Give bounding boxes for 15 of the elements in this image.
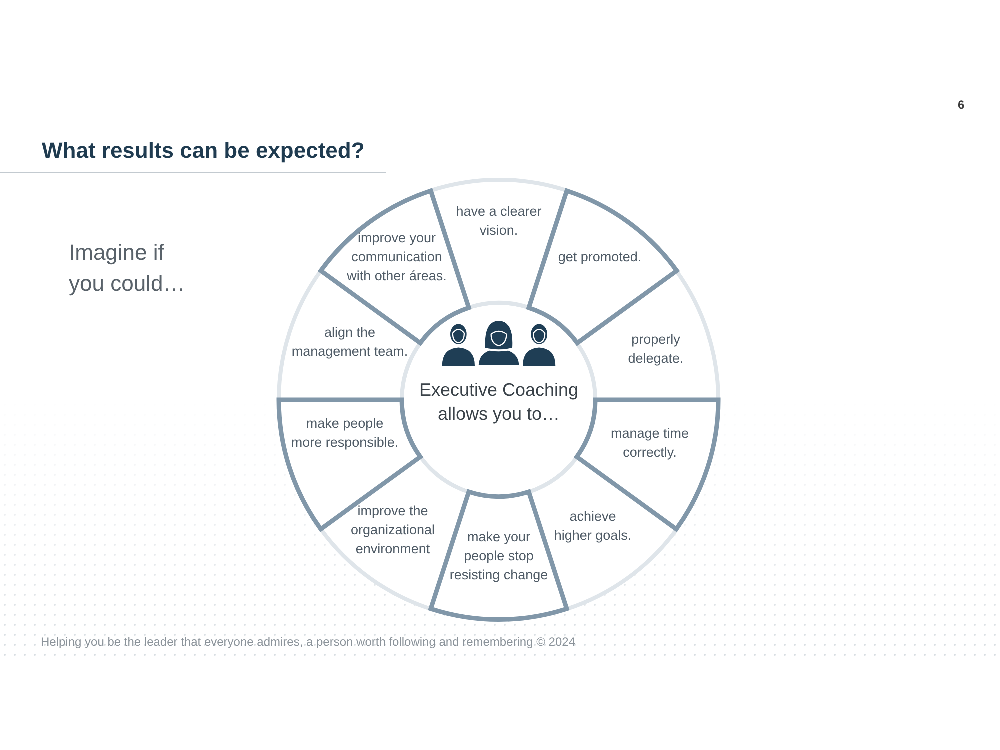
segment-text: make people more responsible. bbox=[290, 415, 400, 452]
page-number: 6 bbox=[958, 98, 966, 112]
segment-text: properly delegate. bbox=[627, 330, 685, 368]
hub-text: Executive Coaching allows you to… bbox=[418, 379, 580, 426]
segment-text: improve the organizational environment bbox=[350, 502, 436, 558]
segment-text: align the management team. bbox=[290, 324, 410, 361]
segment-text: manage time correctly. bbox=[610, 425, 690, 462]
segment-text: improve your communication with other áreas. bbox=[346, 229, 448, 286]
slide-title: What results can be expected? bbox=[42, 138, 365, 164]
segment-text: have a clearer vision. bbox=[455, 203, 543, 240]
intro-text: Imagine if you could… bbox=[69, 239, 186, 298]
segment-text: make your people stop resisting change bbox=[448, 528, 550, 584]
footer-text: Helping you be the leader that everyone admires, a person worth following and remembering © 2024 bbox=[41, 635, 576, 650]
segment-text: achieve higher goals. bbox=[553, 508, 633, 545]
segment-text: get promoted. bbox=[557, 248, 643, 266]
